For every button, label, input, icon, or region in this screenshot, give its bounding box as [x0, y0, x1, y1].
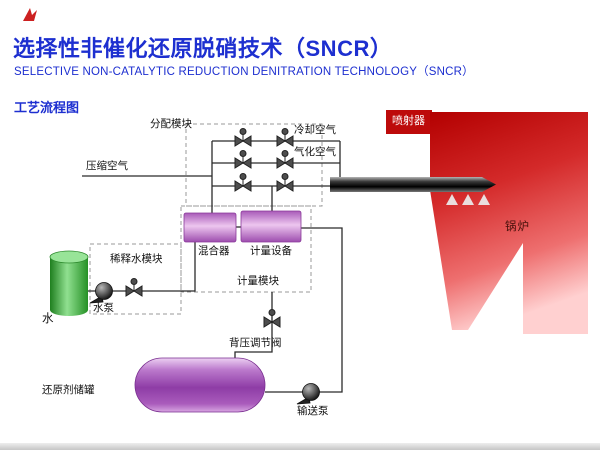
valve-icon	[234, 128, 252, 147]
label-metering-device: 计量设备	[250, 245, 292, 257]
spray-nozzles-icon	[446, 194, 490, 205]
metering-module-box	[180, 205, 312, 293]
label-reducing-agent-tank: 还原剂储罐	[42, 384, 95, 396]
dilution-water-module-box	[89, 243, 182, 315]
transfer-pump-icon	[296, 383, 320, 405]
label-cooling-air: 冷却空气	[294, 124, 336, 136]
water-pump-icon	[89, 282, 113, 304]
valve-icon	[234, 150, 252, 169]
label-atomizing-air: 气化空气	[294, 146, 336, 158]
pipe-lines	[82, 140, 343, 393]
label-mixer: 混合器	[198, 245, 230, 257]
water-tank-cylinder	[49, 250, 89, 316]
label-metering-module: 计量模块	[237, 275, 279, 287]
logo-mark	[23, 8, 37, 21]
mixer-box	[183, 212, 237, 243]
label-boiler: 锅炉	[505, 221, 530, 233]
page-title: 选择性非催化还原脱硝技术（SNCR）	[13, 36, 393, 61]
page-bottom-edge	[0, 443, 600, 450]
valve-icon	[125, 278, 143, 297]
valve-icon	[276, 173, 294, 192]
label-transfer-pump: 输送泵	[297, 405, 329, 417]
label-compressed-air: 压缩空气	[86, 160, 128, 172]
boiler-shape	[386, 110, 588, 334]
page-subtitle: SELECTIVE NON-CATALYTIC REDUCTION DENITR…	[14, 66, 474, 78]
metering-device-box	[240, 210, 302, 243]
distribution-module-box	[185, 123, 323, 207]
label-injector: 喷射器	[392, 115, 425, 127]
label-distribution-module: 分配模块	[150, 118, 192, 130]
label-dilution-water-module: 稀释水模块	[110, 253, 163, 265]
reducing-agent-tank-shape	[134, 357, 266, 413]
injector-lance	[330, 177, 496, 192]
label-water-pump: 水泵	[93, 302, 114, 314]
valve-icon	[234, 173, 252, 192]
label-back-pressure-valve: 背压调节阀	[229, 337, 282, 349]
label-water: 水	[42, 313, 54, 325]
valve-icon	[276, 150, 294, 169]
section-label: 工艺流程图	[14, 100, 80, 115]
valve-icon	[276, 128, 294, 147]
